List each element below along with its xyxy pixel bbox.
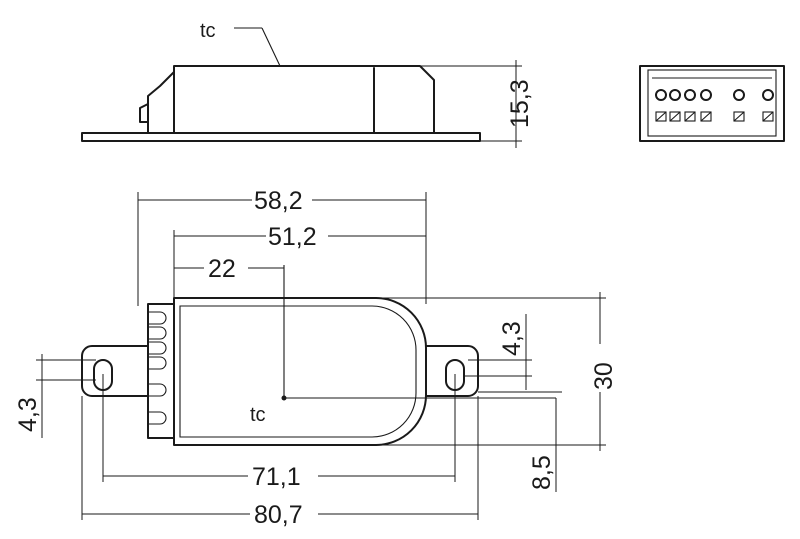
side-view — [81, 27, 522, 148]
side-flange — [81, 132, 481, 142]
terminal-pins — [148, 311, 167, 425]
end-view — [639, 65, 785, 142]
tc-label-front: tc — [250, 404, 266, 426]
terminal-openings — [655, 89, 774, 122]
dim-43-right-label: 4,3 — [498, 321, 526, 356]
right-tab — [425, 345, 479, 397]
dim-71-label: 71,1 — [252, 463, 301, 491]
dim-85-label: 8,5 — [528, 455, 556, 490]
dim-51-label: 51,2 — [268, 223, 317, 251]
side-terminal — [147, 71, 175, 134]
plan-body-inner — [179, 305, 417, 438]
end-view-inner — [647, 69, 777, 137]
plan-view — [36, 192, 606, 520]
plan-terminal-block — [147, 303, 175, 439]
dim-height-label: 15,3 — [506, 79, 534, 128]
dim-58-label: 58,2 — [254, 187, 303, 215]
side-terminal-tab — [139, 103, 149, 123]
tc-point — [281, 395, 287, 401]
left-tab — [81, 345, 149, 397]
dim-807-label: 80,7 — [254, 501, 303, 529]
side-housing — [173, 65, 435, 134]
dim-30-label: 30 — [590, 362, 618, 390]
tc-leader-diag — [261, 27, 281, 67]
end-view-outline — [639, 65, 785, 142]
dim-22-label: 22 — [208, 255, 236, 283]
plan-body — [173, 297, 427, 446]
dim-43-left-label: 4,3 — [14, 397, 42, 432]
tc-label-top: tc — [200, 20, 216, 42]
